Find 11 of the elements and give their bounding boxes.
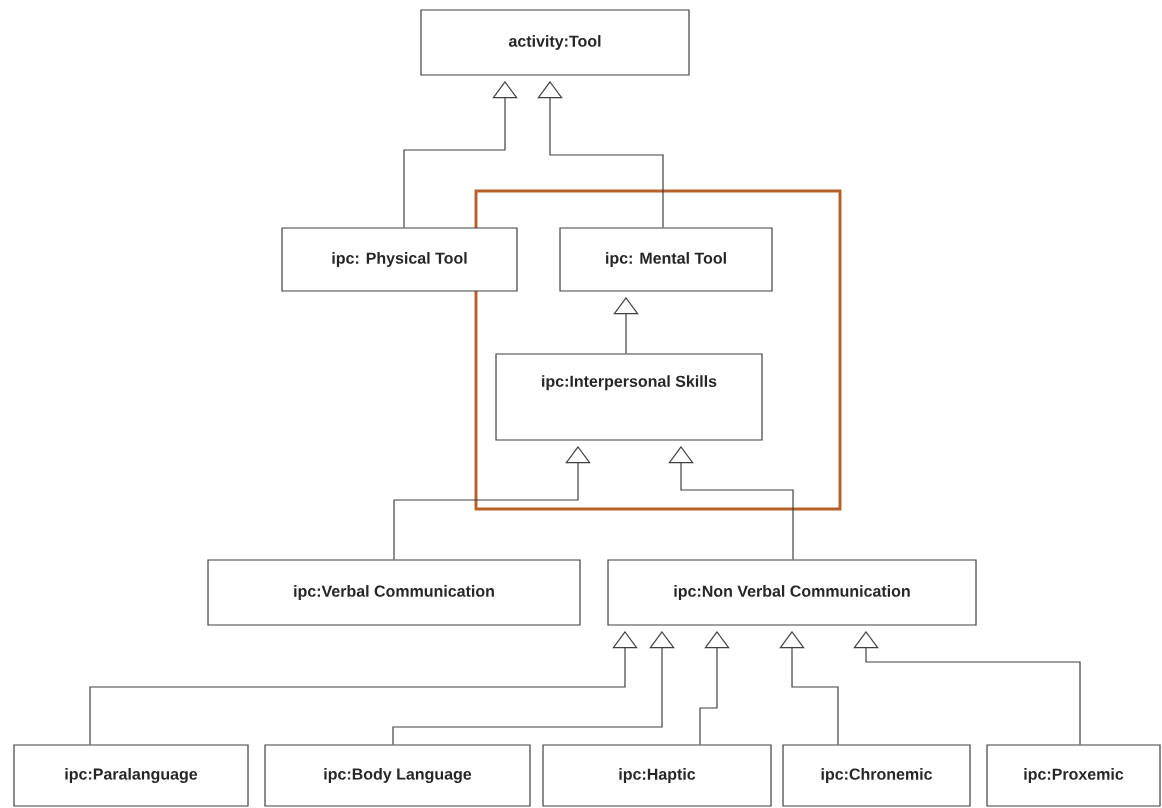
class-box: ipc:Proxemic — [986, 744, 1161, 807]
class-box: activity:Tool — [420, 9, 690, 76]
class-box: ipc:Paralanguage — [13, 744, 249, 807]
class-box: ipc:Interpersonal Skills — [495, 353, 763, 441]
class-box: ipc:Verbal Communication — [207, 559, 581, 626]
class-box: ipc: Physical Tool — [281, 227, 518, 292]
class-box: ipc:Chronemic — [782, 744, 971, 807]
class-box: ipc: Mental Tool — [559, 227, 773, 292]
class-box: ipc:Body Language — [264, 744, 531, 807]
class-box: ipc:Haptic — [542, 744, 772, 807]
class-box: ipc:Non Verbal Communication — [607, 559, 977, 626]
